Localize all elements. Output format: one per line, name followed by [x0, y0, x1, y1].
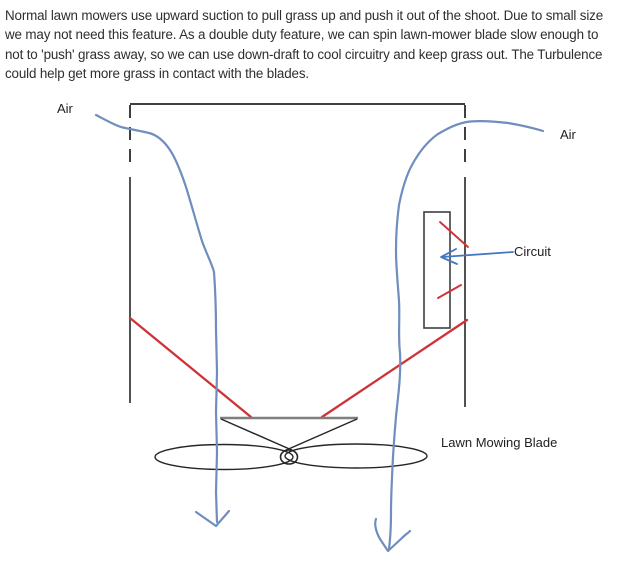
- circuit-box: [423, 211, 451, 329]
- airflow-right-path: [387, 120, 545, 551]
- mower-housing: [129, 103, 466, 407]
- description-line: not to 'push' grass away, so we can use …: [5, 46, 603, 62]
- circuit-arrow: [440, 248, 514, 265]
- circuit-heat-line-upper: [439, 221, 469, 248]
- airflow-left: [94, 113, 231, 528]
- blade-right: [284, 443, 428, 469]
- description-line: Normal lawn mowers use upward suction to…: [5, 8, 604, 23]
- circuit-arrow-line: [441, 251, 514, 258]
- air-label-right: Air: [560, 127, 576, 142]
- blade-label: Lawn Mowing Blade: [441, 435, 558, 450]
- cone-line-right: [283, 418, 358, 452]
- description-text: Normal lawn mowers use upward suction to…: [5, 6, 641, 84]
- circuit-heat-line-lower: [437, 284, 462, 299]
- airflow-left-path: [94, 113, 219, 524]
- blade-left: [154, 443, 294, 471]
- blade-hub: [279, 449, 299, 465]
- circuit-arrowhead: [440, 248, 458, 265]
- airflow-right: [374, 120, 545, 553]
- heat-lines: [128, 221, 469, 419]
- airflow-left-arrowhead: [194, 509, 231, 528]
- cone-line-left: [220, 418, 295, 452]
- circuit-label: Circuit: [514, 244, 551, 259]
- description-line: could help get more grass in contact wit…: [5, 66, 309, 82]
- description-line: we may not need this feature. As a doubl…: [5, 27, 599, 43]
- blade-assembly: [154, 416, 428, 471]
- left-deflector-line: [128, 316, 253, 419]
- airflow-right-arrowhead: [374, 517, 412, 553]
- air-label-left: Air: [57, 101, 73, 116]
- right-deflector-line: [320, 318, 469, 419]
